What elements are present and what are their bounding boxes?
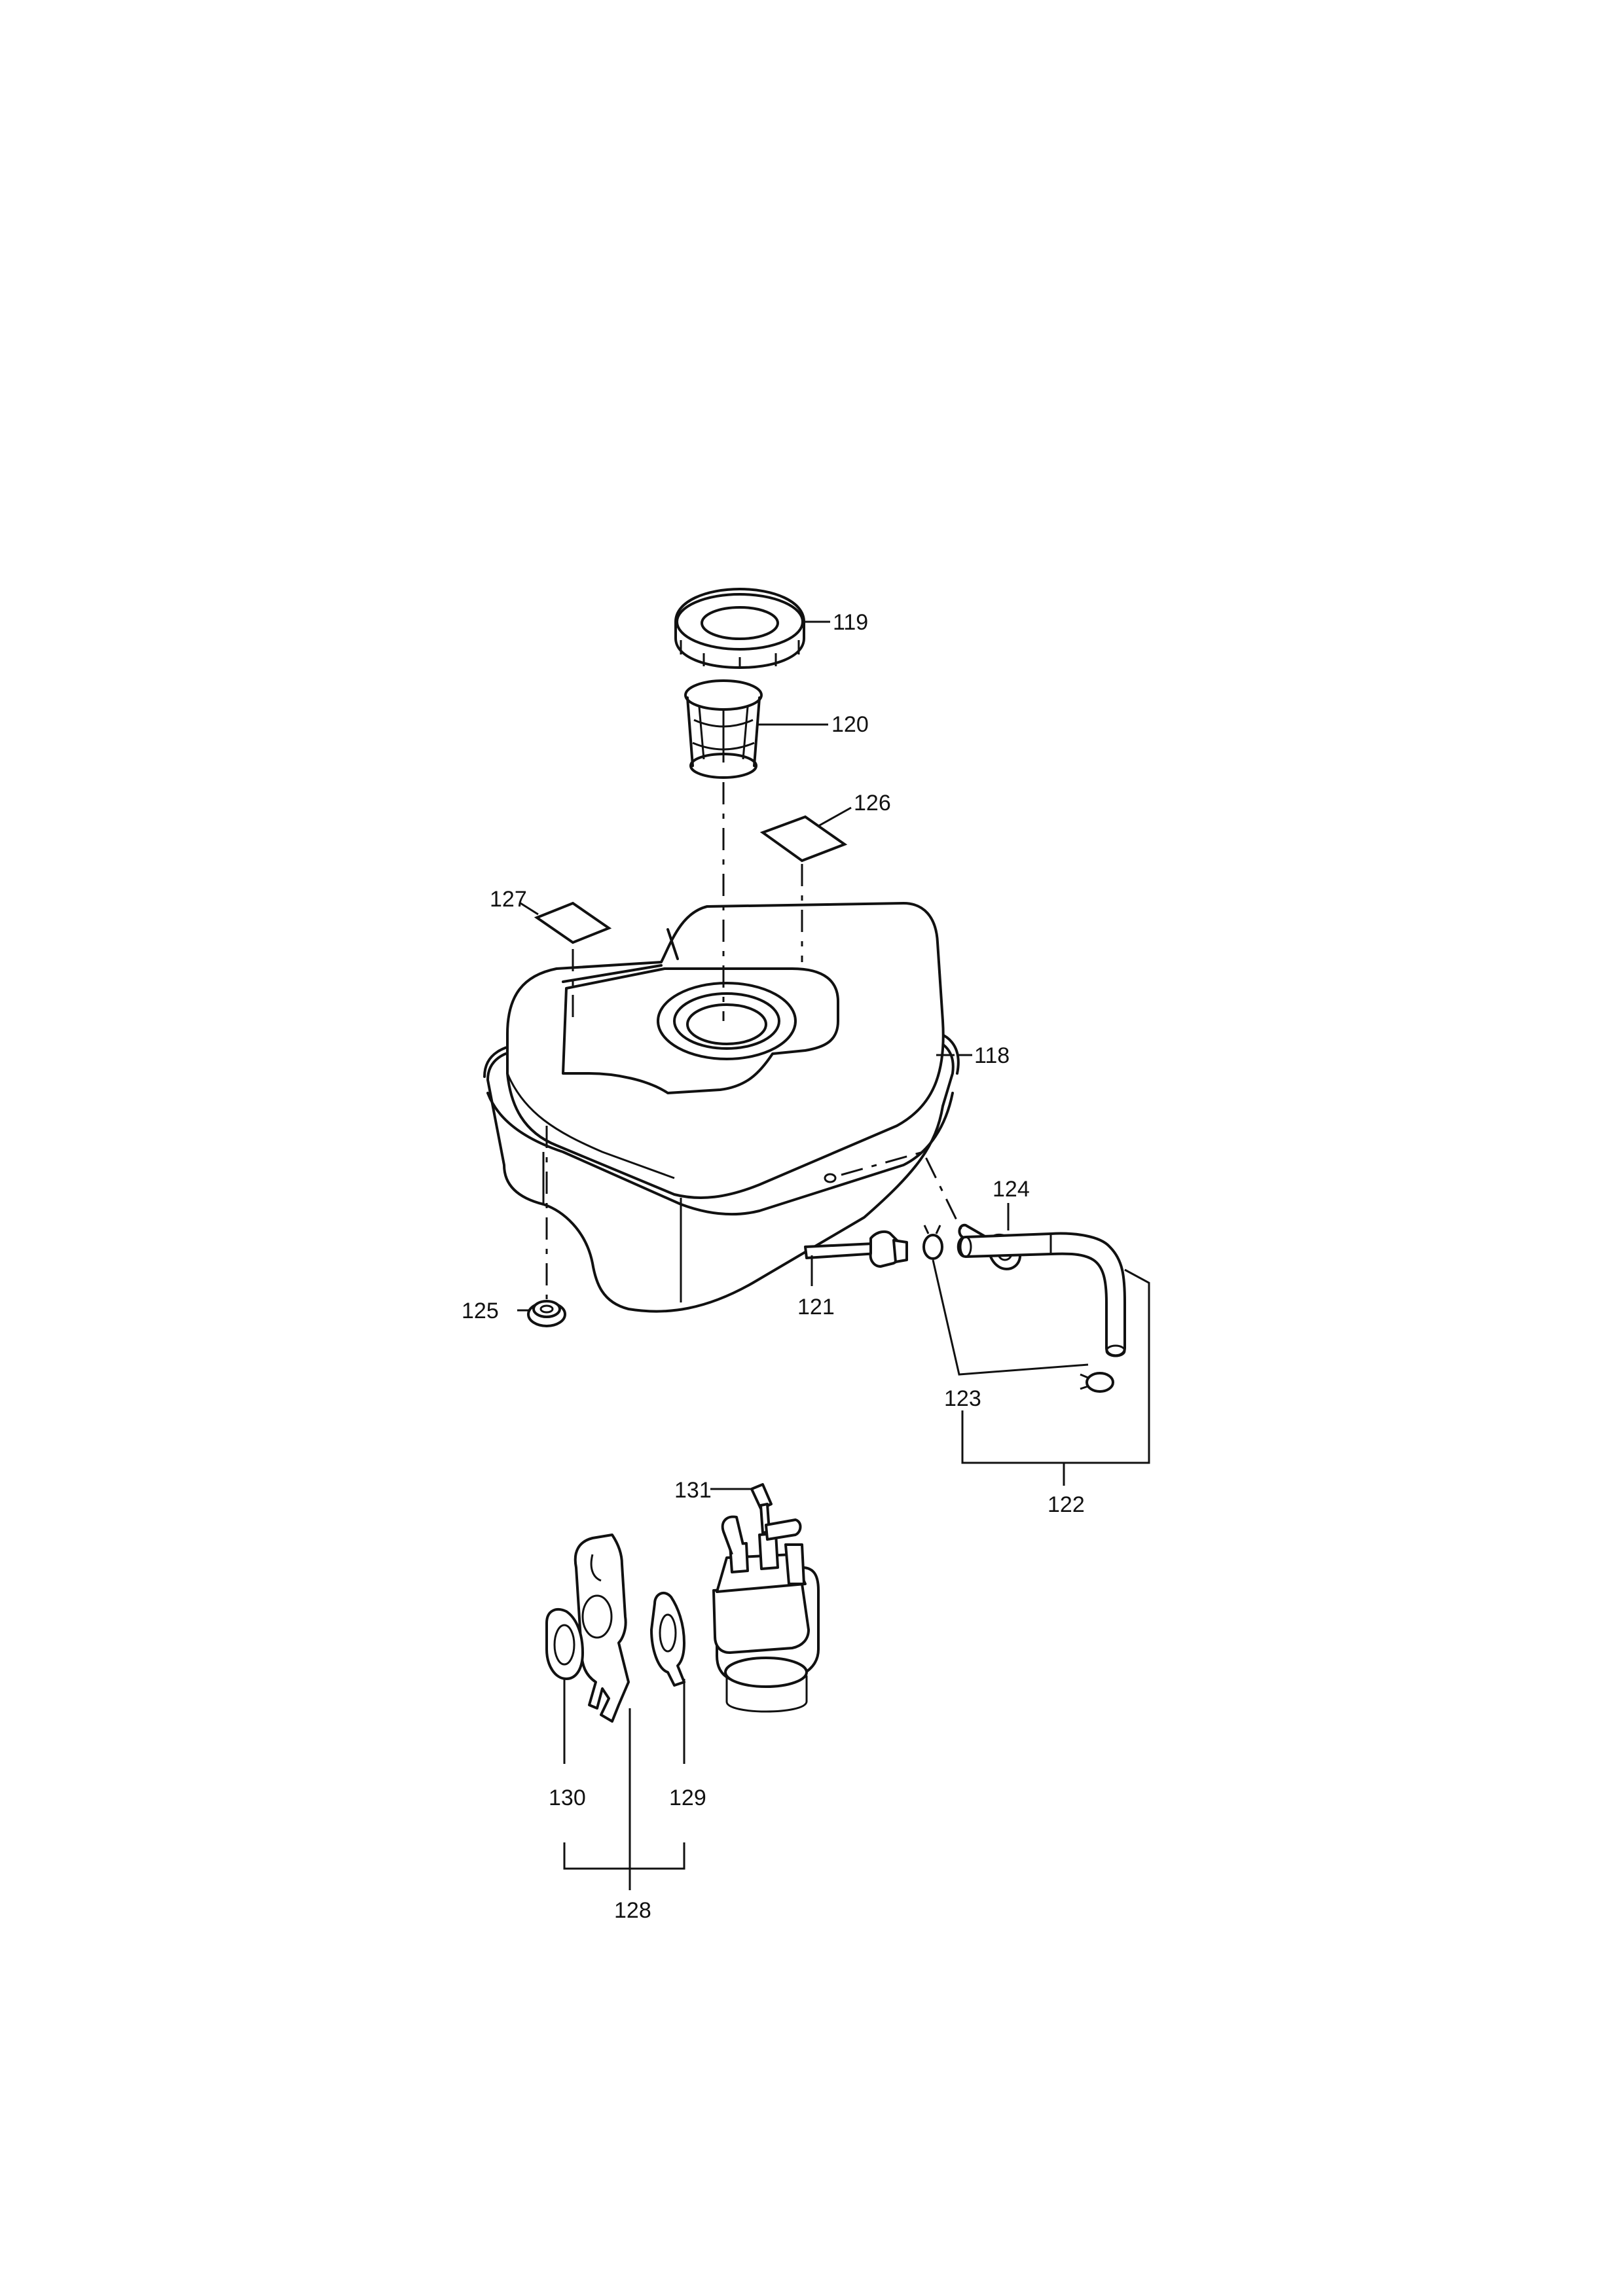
choke-lever — [750, 1483, 802, 1541]
hose-clip-upper — [922, 1225, 943, 1260]
carburetor-bracket — [574, 1534, 630, 1723]
leader-lines — [517, 620, 1150, 1890]
callout-119: 119 — [833, 610, 868, 635]
fuel-cap — [674, 588, 805, 669]
carburetor — [712, 1515, 820, 1713]
callout-127: 127 — [490, 887, 527, 912]
callout-131: 131 — [674, 1478, 712, 1503]
callout-126: 126 — [854, 791, 891, 816]
callout-129: 129 — [669, 1785, 706, 1810]
callout-130: 130 — [549, 1785, 586, 1810]
fuel-hose — [957, 1232, 1126, 1357]
callout-124: 124 — [993, 1177, 1030, 1202]
hose-clip-lower — [1080, 1372, 1114, 1393]
gasket-129 — [650, 1591, 685, 1687]
callout-122: 122 — [1048, 1492, 1085, 1517]
fuel-outlet-fitting — [804, 1230, 908, 1268]
fuel-strainer — [684, 679, 763, 779]
fuel-tank — [483, 902, 960, 1313]
alignment-axes — [545, 782, 962, 1299]
tank-grommet — [527, 1300, 566, 1327]
callout-121: 121 — [797, 1295, 835, 1319]
callout-120: 120 — [831, 712, 869, 737]
callout-125: 125 — [462, 1299, 499, 1323]
gasket-130 — [545, 1608, 584, 1680]
callout-123: 123 — [944, 1386, 981, 1411]
callout-labels: 119 120 126 127 118 124 125 121 123 122 … — [462, 610, 1085, 1923]
decal-126 — [759, 815, 848, 863]
decal-127 — [534, 901, 612, 944]
callout-128: 128 — [614, 1898, 651, 1923]
callout-118: 118 — [974, 1043, 1010, 1068]
